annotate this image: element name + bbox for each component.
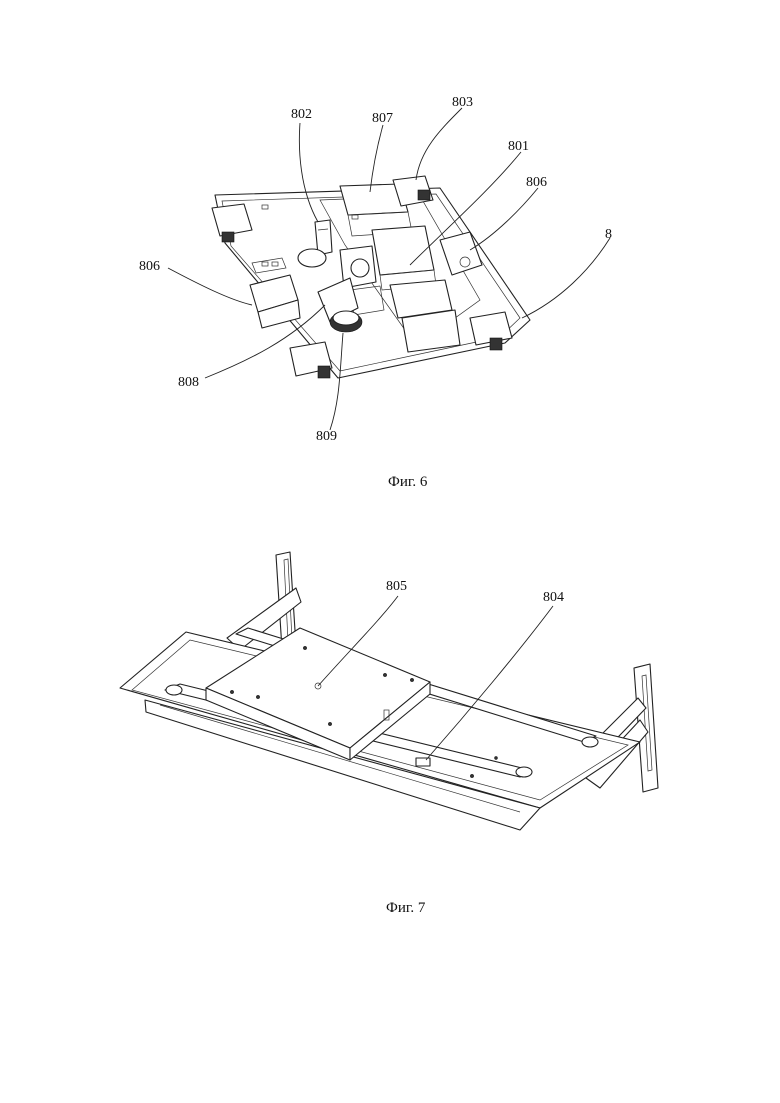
callout-802: 802 (291, 107, 312, 122)
callout-805: 805 (386, 579, 407, 594)
figure-6-caption: Фиг. 6 (388, 474, 427, 491)
callout-801: 801 (508, 139, 529, 154)
callout-808: 808 (178, 375, 199, 390)
callout-807: 807 (372, 111, 393, 126)
callout-804: 804 (543, 590, 564, 605)
callout-803: 803 (452, 95, 473, 110)
callout-806-left: 806 (139, 259, 160, 274)
callout-8: 8 (605, 227, 612, 242)
callout-809: 809 (316, 429, 337, 444)
figure-7-caption: Фиг. 7 (386, 900, 425, 917)
callout-806-right: 806 (526, 175, 547, 190)
